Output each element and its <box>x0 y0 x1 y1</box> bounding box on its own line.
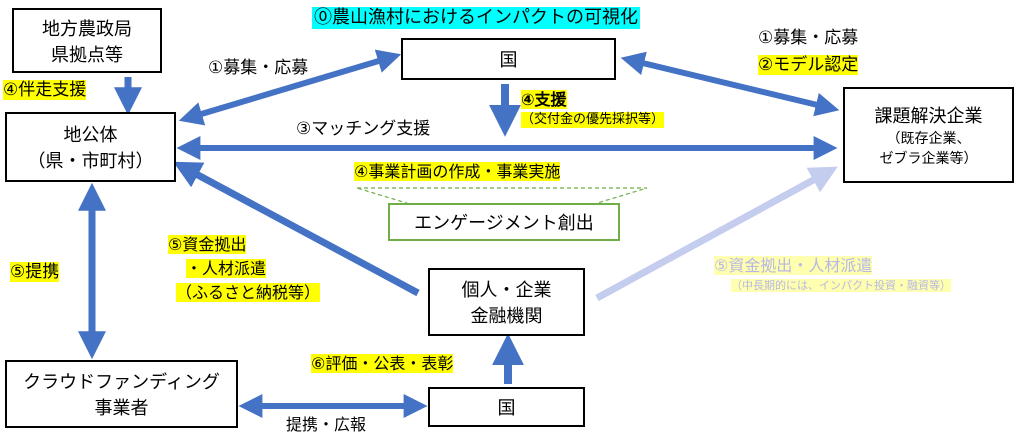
label-funds-right-sub: （中長期的には、インパクト投資・融資等） <box>731 279 951 293</box>
country-top-label: 国 <box>499 50 518 71</box>
label-funds-left-2: ・人材派遣 <box>186 259 267 279</box>
arrow-individuals-to-companies <box>595 166 838 302</box>
country-bottom-label: 国 <box>497 398 516 419</box>
label-funds-right: ⑤資金拠出・人材派遣 <box>714 256 873 276</box>
engagement-box: エンゲージメント創出 <box>388 203 620 241</box>
companies-box: 課題解決企業 （既存企業、 ゼブラ企業等） <box>843 87 1014 183</box>
engagement-label: エンゲージメント創出 <box>414 213 594 234</box>
label-recruit-right: ①募集・応募 <box>758 28 859 48</box>
label-support-4b: ④支援 <box>521 90 567 110</box>
label-funds-left-1: ⑤資金拠出 <box>168 235 247 255</box>
label-pr: 提携・広報 <box>286 415 367 434</box>
label-matching: ③マッチング支援 <box>296 119 431 139</box>
individuals-line1: 個人・企業 <box>461 280 552 301</box>
crowdfunding-box: クラウドファンディング 事業者 <box>5 360 238 428</box>
local-gov-line2: （県・市町村） <box>27 151 154 172</box>
arrow-localgov-country <box>178 49 402 126</box>
arrow-individuals-to-localgov <box>173 161 420 297</box>
label-funds-left-3: （ふるさと納税等） <box>176 283 321 303</box>
label-support-4: ④伴走支援 <box>3 80 87 101</box>
label-support-4b-sub: （交付金の優先採択等） <box>521 112 665 128</box>
local-gov-line1: 地公体 <box>63 125 118 146</box>
label-evaluation: ⑥評価・公表・表彰 <box>311 354 454 374</box>
companies-line2: （既存企業、 <box>886 131 971 147</box>
crowdfunding-line2: 事業者 <box>94 398 149 419</box>
label-plan-exec: ④事業計画の作成・事業実施 <box>354 162 561 182</box>
crowdfunding-line1: クラウドファンディング <box>23 372 220 393</box>
label-partnership: ⑤提携 <box>10 262 60 283</box>
individuals-box: 個人・企業 金融機関 <box>428 268 585 336</box>
diagram-title: ⓪農山漁村におけるインパクトの可視化 <box>312 7 640 29</box>
label-model-cert: ②モデル認定 <box>758 55 859 76</box>
country-bottom-box: 国 <box>428 387 585 427</box>
local-gov-box: 地公体 （県・市町村） <box>5 112 176 182</box>
regional-office-line1: 地方農政局 <box>42 18 132 40</box>
companies-line1: 課題解決企業 <box>874 106 983 127</box>
arrow-country-companies <box>620 51 840 117</box>
individuals-line2: 金融機関 <box>470 306 543 327</box>
regional-office-box: 地方農政局 県拠点等 <box>12 8 162 73</box>
companies-line3: ゼブラ企業等） <box>879 151 978 167</box>
label-recruit-left: ①募集・応募 <box>208 58 309 78</box>
regional-office-line2: 県拠点等 <box>51 44 123 66</box>
country-top-box: 国 <box>401 38 616 80</box>
